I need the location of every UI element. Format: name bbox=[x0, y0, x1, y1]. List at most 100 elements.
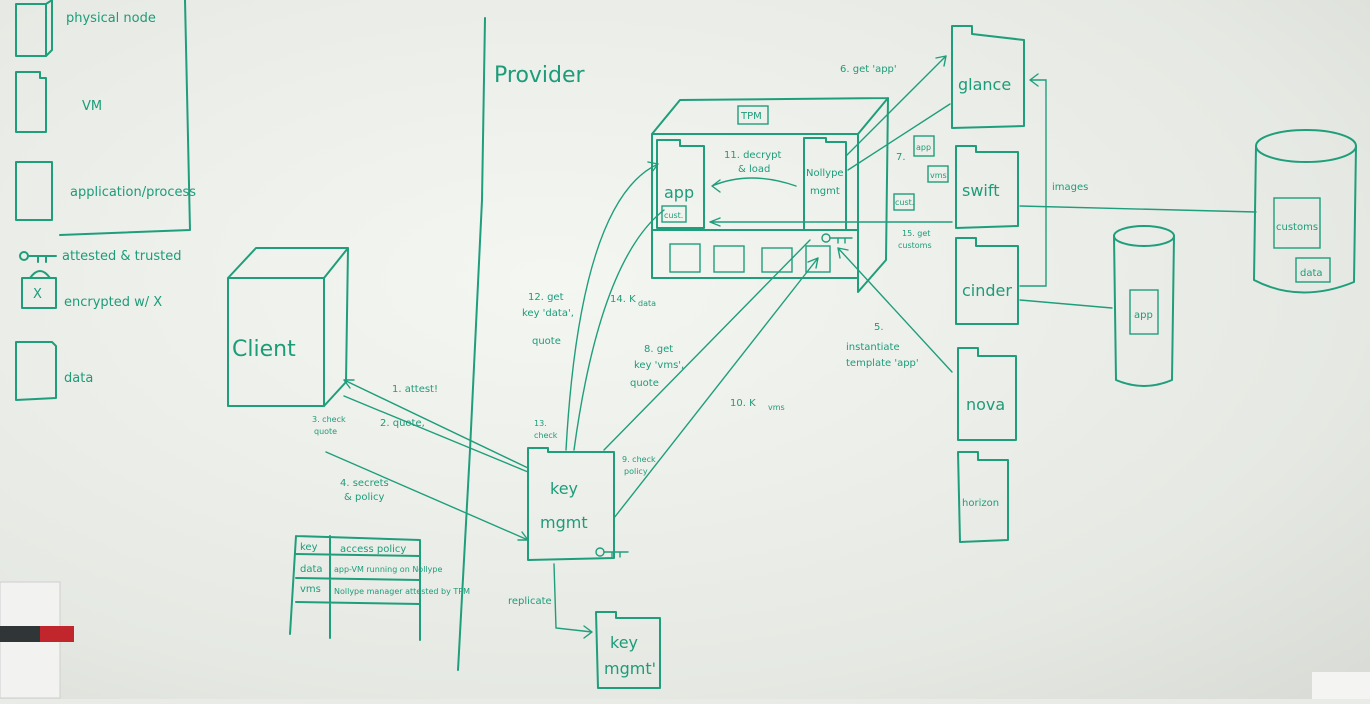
glance-label: glance bbox=[958, 75, 1011, 94]
node-nolltype-label: Nollype bbox=[806, 168, 844, 179]
arrow-k-data bbox=[573, 209, 665, 451]
step-9b: policy bbox=[624, 467, 648, 476]
policy-table: key access policy data app-VM running on… bbox=[289, 535, 470, 641]
step-7-app: app bbox=[916, 143, 931, 152]
swift-label: swift bbox=[962, 181, 1000, 200]
marker-pen bbox=[0, 581, 74, 699]
step-8b: key 'vms', bbox=[634, 360, 684, 371]
policy-row-2-value: Nollype manager attested by TPM bbox=[334, 587, 470, 596]
encrypted-vm-boxes bbox=[669, 243, 831, 273]
nova-label: nova bbox=[966, 395, 1005, 414]
step-12a: 12. get bbox=[528, 292, 564, 303]
step-15b: customs bbox=[898, 241, 932, 250]
key-mgmt-replica: key mgmt' bbox=[595, 611, 661, 689]
arrow-get-customs bbox=[709, 217, 953, 227]
policy-row-2-key: vms bbox=[300, 584, 321, 595]
arrow-get-key-data bbox=[565, 161, 659, 451]
step-arrows: 1. attest! 2. quote, 3. check quote 4. s… bbox=[312, 55, 953, 541]
legend-encrypted: encrypted w/ X bbox=[64, 295, 162, 310]
step-6: 6. get 'app' bbox=[840, 64, 897, 75]
step-12b: key 'data', bbox=[522, 308, 574, 319]
data-icon bbox=[15, 341, 57, 401]
arrow-get-app bbox=[845, 55, 947, 157]
step-8c: quote bbox=[630, 378, 659, 389]
node-app-label: app bbox=[664, 183, 694, 202]
step-5a: 5. bbox=[874, 322, 884, 333]
glance-service bbox=[951, 25, 1025, 129]
keymgmt-key-label: key bbox=[550, 479, 578, 498]
arrow-secrets bbox=[325, 451, 529, 541]
app-vm bbox=[656, 139, 705, 229]
storage-app-label: app bbox=[1134, 310, 1153, 321]
step-15-cust: cust. bbox=[895, 198, 914, 207]
policy-row-1-value: app-VM running on Nollype bbox=[334, 565, 442, 574]
arrow-glance-return bbox=[847, 103, 951, 171]
key-icon bbox=[19, 251, 57, 263]
policy-row-0-value: access policy bbox=[340, 544, 406, 555]
step-4b: & policy bbox=[344, 492, 384, 503]
step-2: 2. quote, bbox=[380, 418, 425, 429]
decrypt-label: 11. decrypt bbox=[724, 150, 781, 161]
node-mgmt-label: mgmt bbox=[810, 186, 840, 197]
storage-data-label: data bbox=[1300, 268, 1323, 279]
cinder-storage-link bbox=[1019, 299, 1113, 309]
app-storage: app bbox=[1113, 225, 1175, 387]
policy-row-0-key: key bbox=[300, 542, 318, 553]
step-3a: 3. check bbox=[312, 415, 346, 424]
legend-attested: attested & trusted bbox=[62, 249, 181, 264]
lock-icon: X bbox=[21, 270, 57, 309]
images-label: images bbox=[1052, 182, 1088, 193]
legend-data: data bbox=[64, 371, 93, 386]
customs-label: customs bbox=[1276, 222, 1318, 233]
arrow-instantiate bbox=[837, 247, 953, 373]
arrow-k-vms bbox=[613, 257, 819, 519]
step-14-sub: data bbox=[638, 299, 656, 308]
step-10-sub: vms bbox=[768, 403, 785, 412]
board-corner-tray bbox=[1312, 672, 1370, 699]
step-14: 14. K bbox=[610, 294, 636, 305]
client-node: Client bbox=[227, 247, 349, 407]
compute-node: TPM app cust. Nollype mgmt 11. decrypt &… bbox=[651, 97, 889, 293]
swift-storage-link bbox=[1019, 205, 1257, 213]
lock-mark: X bbox=[33, 287, 42, 302]
client-label: Client bbox=[232, 337, 296, 362]
legend: physical node VM application/process att… bbox=[15, 0, 196, 401]
policy-row-1-key: data bbox=[300, 564, 323, 575]
vm-icon bbox=[15, 71, 47, 133]
tpm-label: TPM bbox=[740, 111, 762, 122]
provider-boundary-line bbox=[457, 17, 486, 671]
replicate-label: replicate bbox=[508, 596, 552, 607]
legend-vm: VM bbox=[82, 99, 102, 114]
step-12c: quote bbox=[532, 336, 561, 347]
arrow-quote bbox=[343, 395, 529, 473]
physical-node-icon bbox=[15, 3, 47, 57]
keymgmt-mgmt-label: mgmt bbox=[540, 513, 588, 532]
node-cust-label: cust. bbox=[664, 211, 683, 220]
step-3b: quote bbox=[314, 427, 337, 436]
arrow-attest bbox=[343, 379, 529, 469]
swift-service bbox=[955, 145, 1019, 229]
provider-label: Provider bbox=[494, 63, 586, 88]
step-13a: 13. bbox=[534, 419, 547, 428]
customs-storage: customs data bbox=[1253, 129, 1357, 294]
legend-application: application/process bbox=[70, 185, 196, 200]
step-4a: 4. secrets bbox=[340, 478, 389, 489]
step-5c: template 'app' bbox=[846, 358, 919, 369]
cinder-service bbox=[955, 237, 1019, 325]
node-key-icon bbox=[821, 233, 853, 244]
replicate-arrow bbox=[553, 563, 593, 639]
nolltype-mgmt-vm bbox=[803, 137, 847, 231]
openstack-services: glance swift cinder nova horizon bbox=[951, 25, 1047, 543]
nova-service bbox=[957, 347, 1017, 441]
arrow-get-key-vms bbox=[603, 239, 811, 451]
load-label: & load bbox=[738, 164, 770, 175]
legend-physical-node: physical node bbox=[66, 11, 156, 26]
step-15a: 15. get bbox=[902, 229, 930, 238]
step-13b: check bbox=[534, 431, 558, 440]
replica-mgmt-label: mgmt' bbox=[604, 659, 656, 678]
step-9a: 9. check bbox=[622, 455, 656, 464]
step-10: 10. K bbox=[730, 398, 756, 409]
horizon-service bbox=[957, 451, 1009, 543]
